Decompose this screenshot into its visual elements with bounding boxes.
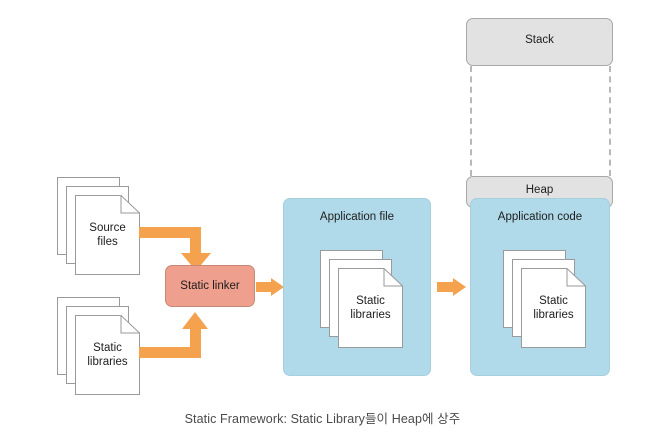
document-sheet-front-icon bbox=[75, 315, 140, 395]
static-libraries-input-document-stack: Static libraries bbox=[57, 297, 142, 397]
application-file-title: Application file bbox=[319, 211, 395, 223]
document-sheet-front-icon bbox=[521, 268, 586, 348]
document-sheet-front-icon bbox=[75, 195, 140, 275]
diagram-caption: Static Framework: Static Library들이 Heap에… bbox=[184, 412, 461, 426]
arrow-libraries-to-linker bbox=[139, 312, 208, 358]
arrow-application-file-to-application-code bbox=[437, 278, 466, 296]
stack-box[interactable]: Stack bbox=[466, 18, 613, 66]
arrow-source-to-linker bbox=[139, 227, 211, 271]
stack-label: Stack bbox=[525, 34, 554, 46]
application-file-static-libraries-stack: Static libraries bbox=[320, 250, 405, 350]
arrow-linker-to-application-file bbox=[256, 278, 284, 296]
heap-label: Heap bbox=[525, 184, 554, 196]
source-files-document-stack: Source files bbox=[57, 177, 142, 277]
application-code-title: Application code bbox=[497, 211, 583, 223]
static-linker-box[interactable]: Static linker bbox=[165, 265, 255, 307]
memory-gap-dashed-line-left bbox=[470, 66, 472, 176]
application-code-static-libraries-stack: Static libraries bbox=[503, 250, 588, 350]
document-sheet-front-icon bbox=[338, 268, 403, 348]
memory-gap-dashed-line-right bbox=[609, 66, 611, 176]
static-linker-label: Static linker bbox=[180, 280, 240, 292]
